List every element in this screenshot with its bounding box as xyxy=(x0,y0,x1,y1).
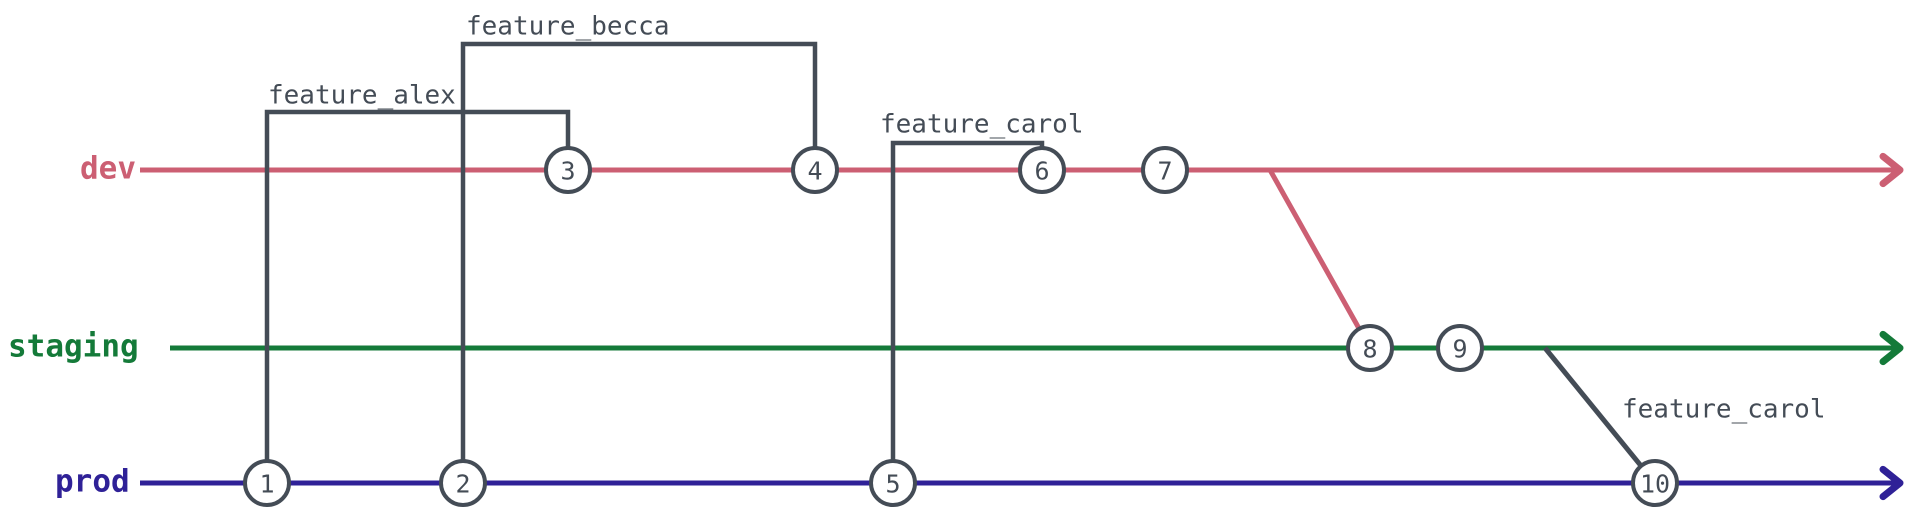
commit-node-3[interactable]: 3 xyxy=(544,146,592,194)
commit-label-9: 9 xyxy=(1452,335,1467,364)
feature-branch-label-feature_becca: feature_becca xyxy=(466,12,670,42)
branch-labels-group: dev staging prod xyxy=(8,151,139,500)
commit-node-5[interactable]: 5 xyxy=(869,459,917,507)
commit-label-5: 5 xyxy=(885,470,900,499)
merge-line-dev-to-staging xyxy=(1267,168,1373,350)
prod-arrowhead-icon xyxy=(1879,465,1904,501)
commit-node-9[interactable]: 9 xyxy=(1436,324,1484,372)
commit-node-7[interactable]: 7 xyxy=(1141,146,1189,194)
arrowheads-group xyxy=(1879,152,1904,501)
dev-arrowhead-icon xyxy=(1879,152,1904,188)
feature-branch-label-feature_carol_deploy: feature_carol xyxy=(1622,395,1826,425)
feature-branch-label-feature_alex: feature_alex xyxy=(268,81,456,111)
commit-label-2: 2 xyxy=(455,470,470,499)
commit-node-10[interactable]: 10 xyxy=(1631,459,1679,507)
commit-nodes-group: 1 2 3 4 5 6 7 8 9 10 xyxy=(243,146,1679,507)
merge-line-staging-to-prod xyxy=(1543,346,1657,485)
commit-node-2[interactable]: 2 xyxy=(439,459,487,507)
commit-node-8[interactable]: 8 xyxy=(1346,324,1394,372)
commit-node-6[interactable]: 6 xyxy=(1018,146,1066,194)
merge-lines-group xyxy=(1267,168,1657,485)
commit-circle-1[interactable] xyxy=(243,459,291,507)
branch-label-staging: staging xyxy=(8,329,139,365)
commit-circle-6[interactable] xyxy=(1018,146,1066,194)
commit-circle-9[interactable] xyxy=(1436,324,1484,372)
commit-label-7: 7 xyxy=(1157,157,1172,186)
commit-label-4: 4 xyxy=(807,157,822,186)
branch-label-dev: dev xyxy=(80,151,136,187)
commit-circle-8[interactable] xyxy=(1346,324,1394,372)
commit-label-3: 3 xyxy=(560,157,575,186)
commit-label-8: 8 xyxy=(1362,335,1377,364)
branch-lines-group xyxy=(140,167,1900,486)
commit-circle-5[interactable] xyxy=(869,459,917,507)
branch-label-prod: prod xyxy=(55,464,130,500)
commit-node-1[interactable]: 1 xyxy=(243,459,291,507)
commit-circle-10[interactable] xyxy=(1631,459,1679,507)
feature-branch-path-feature_carol xyxy=(890,140,1045,483)
feature-branch-path-feature_alex xyxy=(264,109,571,483)
feature-branch-labels-group: feature_alexfeature_beccafeature_carolfe… xyxy=(268,12,1826,425)
staging-arrowhead-icon xyxy=(1879,330,1904,366)
commit-label-6: 6 xyxy=(1034,157,1049,186)
commit-label-10: 10 xyxy=(1640,470,1670,499)
feature-branch-path-feature_becca xyxy=(460,41,818,483)
commit-node-4[interactable]: 4 xyxy=(791,146,839,194)
commit-label-1: 1 xyxy=(259,470,274,499)
feature-branch-label-feature_carol: feature_carol xyxy=(880,110,1084,140)
commit-circle-3[interactable] xyxy=(544,146,592,194)
commit-circle-4[interactable] xyxy=(791,146,839,194)
commit-circle-2[interactable] xyxy=(439,459,487,507)
commit-circle-7[interactable] xyxy=(1141,146,1189,194)
